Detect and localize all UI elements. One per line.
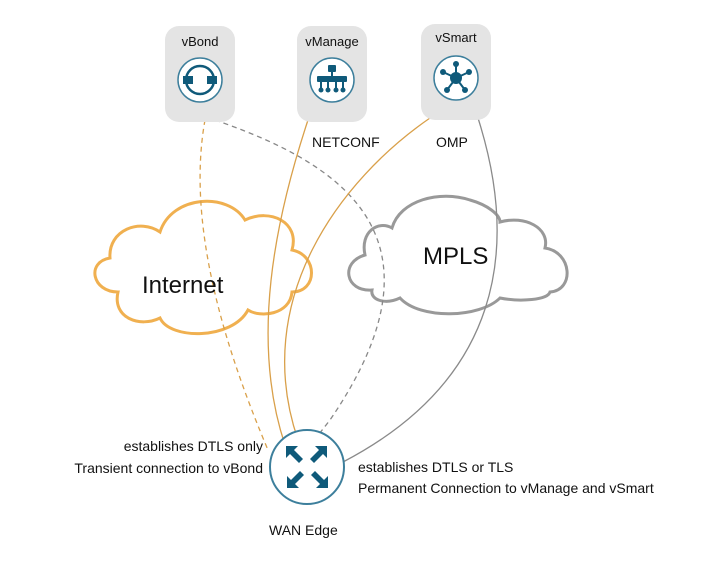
wan-edge-label: WAN Edge bbox=[269, 522, 338, 538]
link-vsmart-wanedge-internet bbox=[283, 117, 431, 441]
right-annotation-line2: Permanent Connection to vManage and vSma… bbox=[358, 480, 654, 496]
vbond-icon bbox=[177, 57, 223, 103]
vsmart-icon bbox=[433, 55, 479, 101]
wan-edge-router-icon[interactable] bbox=[269, 429, 345, 505]
mpls-cloud bbox=[347, 194, 569, 316]
vbond-label: vBond bbox=[181, 34, 219, 49]
link-vmanage-wanedge bbox=[267, 119, 309, 446]
vsmart-label: vSmart bbox=[435, 30, 477, 45]
link-vsmart-wanedge-mpls bbox=[342, 117, 498, 463]
mpls-label: MPLS bbox=[423, 243, 489, 270]
left-annotation-line2: Transient connection to vBond bbox=[74, 460, 263, 476]
link-vbond-wanedge-internet bbox=[199, 119, 269, 451]
vmanage-icon bbox=[309, 57, 355, 103]
left-annotation-line1: establishes DTLS only bbox=[123, 438, 263, 454]
vmanage-node[interactable]: vManage bbox=[297, 26, 367, 122]
vsmart-node[interactable]: vSmart bbox=[421, 24, 491, 120]
vmanage-label: vManage bbox=[305, 34, 359, 49]
omp-label: OMP bbox=[436, 134, 468, 150]
vbond-node[interactable]: vBond bbox=[165, 26, 235, 122]
internet-label: Internet bbox=[142, 272, 224, 299]
link-vbond-wanedge-mpls bbox=[214, 119, 385, 453]
internet-cloud bbox=[93, 199, 313, 336]
right-annotation-line1: establishes DTLS or TLS bbox=[358, 459, 514, 475]
netconf-label: NETCONF bbox=[312, 134, 380, 150]
